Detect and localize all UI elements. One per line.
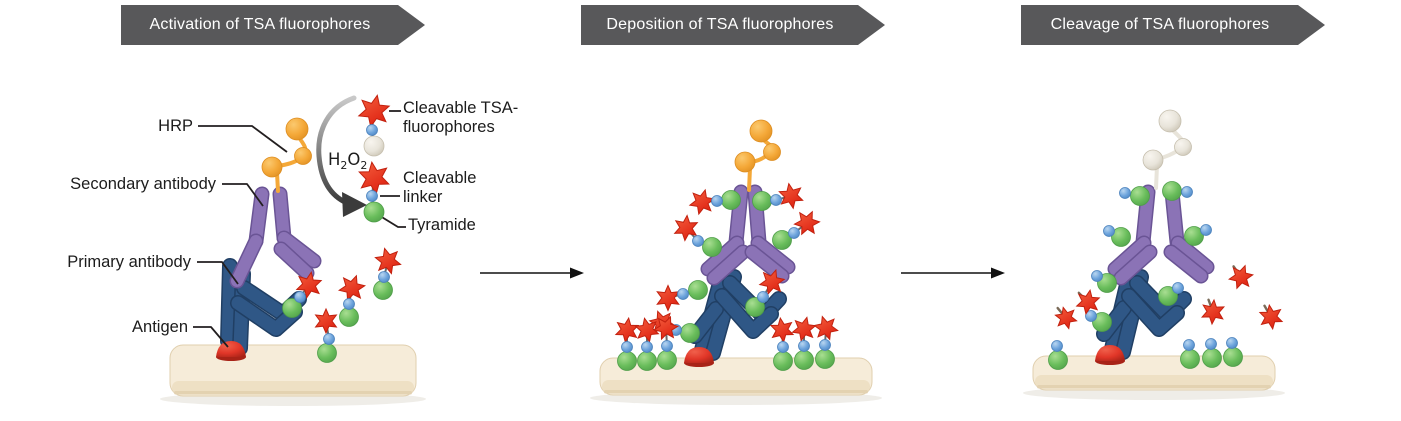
reference-molecules [357,94,391,223]
process-arrow-2 [901,267,1005,279]
hrp-label: HRP [158,117,193,135]
secondary-antibody-label: Secondary antibody [70,175,216,193]
panel-1-scene [160,117,426,406]
antigen-label: Antigen [132,318,188,336]
process-arrow-1 [480,267,584,279]
cleavable-tsa-fluorophores-label: Cleavable TSA- fluorophores [403,99,519,136]
panel-3-scene [1023,109,1285,400]
h2o2-curved-arrow [316,95,357,206]
stage-banner-cleavage: Cleavage of TSA fluorophores [1021,5,1325,45]
stage-banner-cleavage-label: Cleavage of TSA fluorophores [1050,16,1270,33]
cleavable-linker-label: Cleavable linker [403,169,477,206]
stage-banner-deposition-label: Deposition of TSA fluorophores [606,16,834,33]
panel-2-scene [590,119,882,405]
panel-1-annotations [193,95,406,348]
stage-banner-activation: Activation of TSA fluorophores [121,5,425,45]
stage-banner-deposition: Deposition of TSA fluorophores [581,5,885,45]
stage-banner-activation-label: Activation of TSA fluorophores [149,16,371,33]
h2o2-label: H2O2 [328,150,368,172]
primary-antibody-label: Primary antibody [67,253,191,271]
tyramide-label: Tyramide [408,216,476,234]
